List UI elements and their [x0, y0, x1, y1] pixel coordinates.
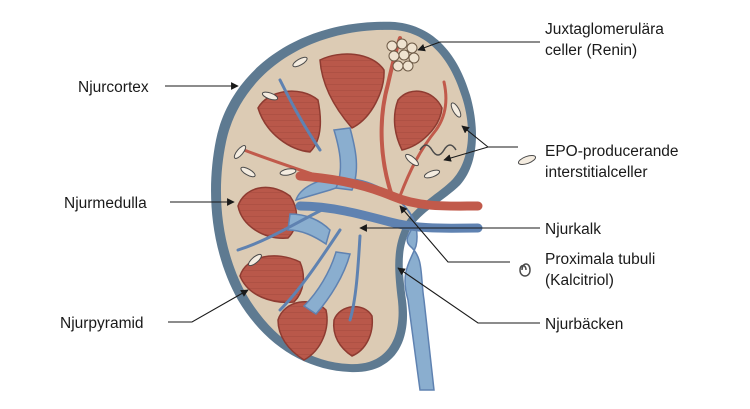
- label-epo-line1: EPO-producerande: [545, 143, 679, 160]
- juxtaglomerular-cluster: [386, 38, 420, 72]
- vein-branch-4: [278, 78, 322, 152]
- interstitial-cells: [233, 56, 462, 267]
- major-calyx-lower: [302, 251, 351, 315]
- leader-tubuli: [399, 205, 510, 263]
- label-tubuli-line1: Proximala tubuli: [545, 251, 655, 268]
- leader-epo-2: [443, 146, 518, 162]
- proximal-tubule-icon: [519, 263, 531, 277]
- leader-pyramid: [168, 289, 249, 323]
- label-juxta-line2: celler (Renin): [545, 42, 637, 59]
- label-cortex: Njurcortex: [78, 79, 149, 96]
- pyramid-striations: [238, 54, 442, 360]
- label-epo-line2: interstitialceller: [545, 164, 648, 181]
- vein-branch-1: [236, 204, 332, 252]
- vein-branch-3: [348, 234, 362, 322]
- epo-cell-icon: [517, 154, 537, 166]
- artery-branch-3: [242, 148, 332, 182]
- leader-juxta: [417, 41, 540, 52]
- label-calyx: Njurkalk: [545, 221, 601, 238]
- vein-branch-2: [278, 228, 342, 312]
- label-tubuli-line2: (Kalcitriol): [545, 272, 614, 289]
- tubule-squiggle: [419, 144, 457, 156]
- leader-pelvis: [397, 267, 540, 324]
- major-calyx-upper: [333, 127, 358, 191]
- label-pelvis: Njurbäcken: [545, 316, 623, 333]
- label-pyramid: Njurpyramid: [60, 315, 144, 332]
- leader-lines: [165, 41, 540, 324]
- label-juxta-line1: Juxtaglomerulära: [545, 21, 664, 38]
- label-medulla: Njurmedulla: [64, 195, 147, 212]
- artery-branch-2: [398, 80, 448, 198]
